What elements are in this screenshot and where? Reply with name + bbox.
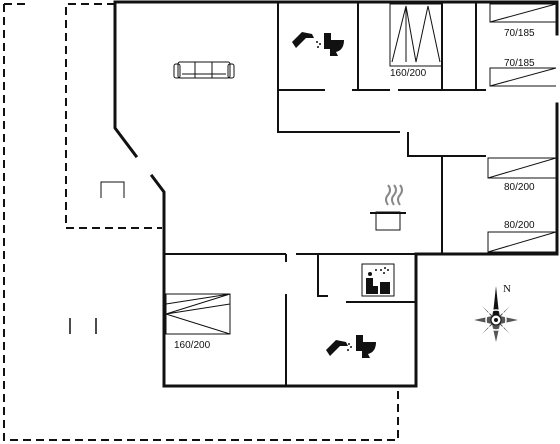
interior-walls — [164, 2, 486, 386]
bed-label-top-right-1: 70/185 — [504, 28, 535, 39]
bed-label-bottom-left: 160/200 — [174, 340, 211, 351]
shower-icon — [292, 32, 321, 48]
outdoor-benches — [69, 318, 97, 334]
bed-label-right-mid: 80/200 — [504, 182, 535, 193]
cooking-pot-icon — [370, 184, 406, 231]
toilet-icon — [324, 33, 344, 56]
outdoor-table — [100, 181, 125, 198]
bed-label-right-low: 80/200 — [504, 220, 535, 231]
terrace-outline — [3, 3, 399, 441]
sauna-icon — [361, 263, 395, 297]
bed-label-top-right-2: 70/185 — [504, 58, 535, 69]
outer-walls — [113, 0, 559, 388]
compass-north-label: N — [503, 283, 511, 295]
bed-right-low — [487, 231, 557, 253]
shower-icon-2 — [326, 340, 352, 356]
bed-top-center — [389, 3, 443, 67]
bed-label-top-center: 160/200 — [390, 68, 427, 79]
bed-bottom-left — [165, 293, 231, 335]
compass-icon — [474, 286, 518, 342]
bed-top-right-2 — [489, 67, 557, 87]
toilet-icon-2 — [356, 335, 376, 358]
sofa-icon — [173, 61, 235, 79]
bed-right-mid — [487, 157, 557, 179]
bed-top-right-1 — [489, 3, 557, 23]
